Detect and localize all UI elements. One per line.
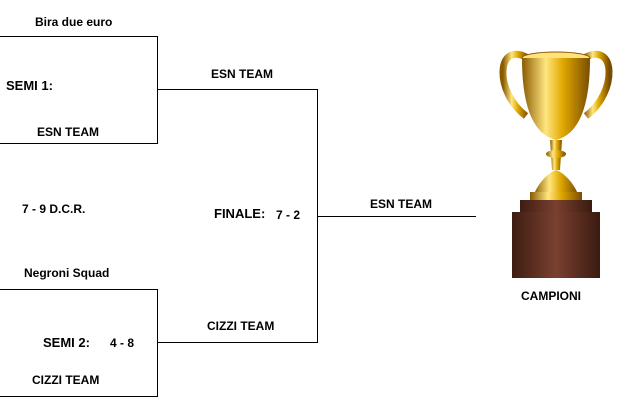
trophy-caption: CAMPIONI [521,289,581,303]
final-team-top: ESN TEAM [211,67,274,81]
semi2-team-bottom: CIZZI TEAM [32,373,100,387]
semi1-team-top: Bira due euro [35,15,113,29]
final-team-bottom: CIZZI TEAM [207,319,275,333]
semi1-bottom-line [0,143,158,144]
final-score: 7 - 2 [276,208,301,222]
semi2-label: SEMI 2: [43,335,90,350]
semi1-right-line [157,36,158,144]
trophy-icon [499,50,613,278]
champion-team: ESN TEAM [370,197,433,211]
final-right-line [317,89,318,343]
semi2-top-line [0,289,158,290]
semi2-score: 4 - 8 [110,336,135,350]
semi2-bottom-line [0,396,158,397]
semi1-team-bottom: ESN TEAM [37,125,100,139]
final-label: FINALE: [214,206,266,221]
semi2-team-top: Negroni Squad [24,266,110,280]
semi2-right-line [157,289,158,397]
final-top-line [158,89,318,90]
semi1-label: SEMI 1: [6,78,53,93]
final-bottom-line [158,342,318,343]
semi1-top-line [0,36,158,37]
champion-line [318,216,476,217]
semi1-score: 7 - 9 D.C.R. [22,202,86,216]
